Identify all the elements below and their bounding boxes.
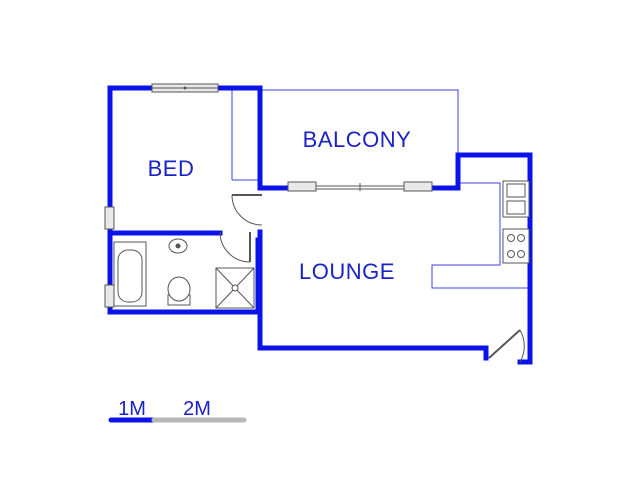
sink-icon — [502, 180, 530, 218]
room-label-balcony: BALCONY — [303, 127, 412, 152]
bathroom-fixtures — [113, 238, 255, 309]
door-entry — [488, 329, 525, 363]
doors — [219, 194, 525, 363]
scale-label-1m: 1M — [118, 398, 146, 420]
room-label-lounge: LOUNGE — [299, 259, 395, 284]
sliding-door-balcony — [287, 181, 433, 192]
door-bed — [231, 194, 263, 226]
window-bed-side — [104, 206, 115, 230]
windows — [104, 83, 433, 308]
basin-icon — [168, 238, 188, 254]
balcony-outline — [231, 89, 459, 181]
walls — [107, 85, 533, 365]
room-label-bed: BED — [148, 156, 195, 181]
scale-bar: 1M 2M — [108, 398, 247, 423]
scale-label-2m: 2M — [183, 398, 211, 420]
window-bed-top — [151, 83, 219, 93]
kitchen-fixtures — [502, 180, 530, 264]
shower-icon — [215, 267, 255, 309]
kitchen-counter — [431, 182, 530, 289]
stove-icon — [502, 228, 530, 264]
toilet-icon — [167, 276, 191, 306]
window-bath-side — [104, 284, 115, 308]
door-bath — [219, 231, 251, 263]
bathtub-icon — [113, 241, 147, 307]
